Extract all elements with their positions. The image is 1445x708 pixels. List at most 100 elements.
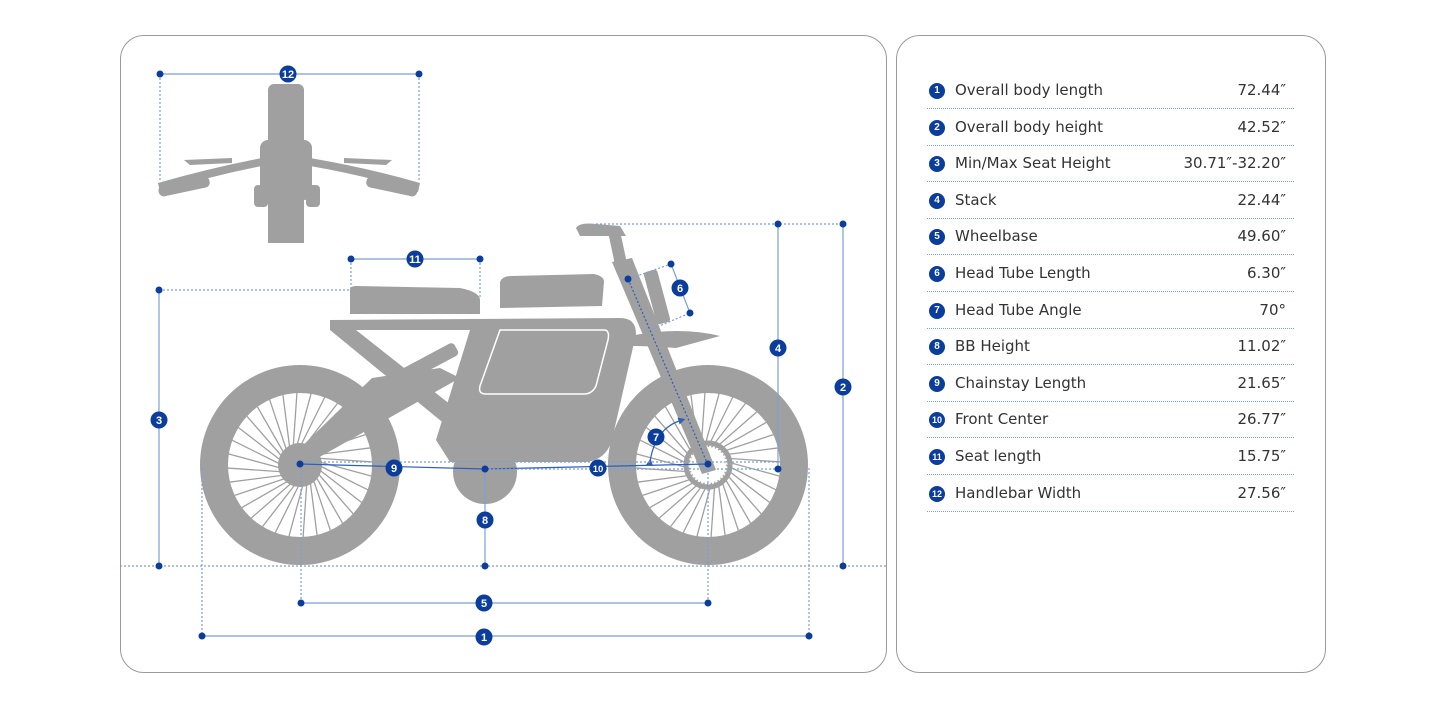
spec-number-badge: 8 — [929, 339, 945, 356]
spoke — [269, 399, 288, 453]
front-fork-body — [260, 140, 312, 200]
spoke — [717, 421, 767, 451]
spoke — [238, 427, 283, 463]
callout-7: 7 — [647, 428, 665, 446]
spoke — [714, 411, 758, 449]
spec-label: Overall body height — [955, 117, 1104, 136]
spoke — [722, 447, 779, 456]
callout-5: 5 — [475, 594, 493, 612]
battery-panel — [478, 329, 610, 395]
spoke — [658, 481, 702, 519]
spoke — [642, 477, 696, 496]
spec-row: 6 Head Tube Length 6.30″ — [927, 256, 1294, 292]
endpoint-dot — [415, 70, 423, 78]
callout-11: 11 — [406, 250, 424, 268]
spec-row: 5 Wheelbase 49.60″ — [927, 219, 1294, 256]
side-view-silhouette — [200, 223, 808, 565]
front-fork — [612, 258, 716, 474]
endpoint-dot — [805, 632, 813, 640]
spec-label: Seat length — [955, 447, 1042, 465]
spec-label: Head Tube Length — [955, 264, 1091, 282]
spoke — [725, 467, 770, 503]
spoke — [302, 481, 308, 537]
spec-value: 42.52″ — [1237, 117, 1286, 136]
callout-9: 9 — [385, 459, 403, 477]
spec-row: 1 Overall body length 72.44″ — [927, 73, 1294, 109]
endpoint-dot — [624, 275, 632, 283]
svg-text:2: 2 — [840, 382, 846, 394]
spec-number-badge: 4 — [929, 192, 945, 209]
spec-number-badge: 2 — [929, 119, 945, 136]
endpoint-dot — [774, 465, 782, 473]
endpoint-dot — [704, 460, 712, 468]
spoke — [282, 394, 291, 451]
spoke — [229, 474, 286, 483]
endpoint-dot — [686, 309, 694, 317]
fork-leg-right — [306, 185, 320, 207]
spec-row: 9 Chainstay Length 21.65″ — [927, 366, 1294, 402]
spec-label: Min/Max Seat Height — [955, 154, 1111, 173]
spec-number-badge: 5 — [929, 229, 945, 246]
spoke — [262, 482, 298, 527]
spoke — [707, 397, 734, 448]
dimension-lines — [120, 73, 886, 637]
front-tire-top — [268, 195, 304, 243]
grip-left — [158, 176, 210, 197]
spec-value: 49.60″ — [1237, 227, 1286, 246]
spoke — [317, 464, 368, 491]
spec-value: 6.30″ — [1246, 264, 1286, 282]
spoke — [309, 479, 318, 536]
spoke — [317, 460, 372, 477]
endpoint-dot — [667, 260, 675, 268]
rear-spokes — [228, 393, 372, 537]
spec-label: Head Tube Angle — [955, 300, 1082, 319]
spoke — [649, 479, 699, 509]
spoke — [725, 460, 780, 477]
endpoint-dot — [774, 220, 782, 228]
svg-text:5: 5 — [481, 598, 487, 610]
svg-text:12: 12 — [282, 69, 294, 81]
spoke — [274, 482, 301, 533]
endpoint-dot — [347, 255, 355, 263]
spec-number-badge: 3 — [929, 156, 945, 173]
dim-ext-6-top — [627, 263, 672, 280]
spec-label: Stack — [955, 190, 997, 209]
spec-row: 7 Head Tube Angle 70° — [927, 293, 1294, 329]
spoke — [316, 457, 372, 463]
spec-label: Front Center — [955, 410, 1049, 429]
spoke — [246, 415, 284, 459]
spoke — [317, 467, 362, 503]
callout-3: 3 — [150, 411, 168, 429]
spec-value: 22.44″ — [1237, 190, 1286, 209]
spec-label: Wheelbase — [955, 227, 1038, 246]
spec-row: 2 Overall body height 42.52″ — [927, 110, 1294, 146]
endpoint-dot — [156, 70, 164, 78]
spec-row: 8 BB Height 11.02″ — [927, 329, 1294, 366]
spec-row: 10 Front Center 26.77″ — [927, 402, 1294, 439]
dimension-endpoints — [155, 70, 847, 640]
endpoint-dot — [155, 286, 163, 294]
spec-value: 21.65″ — [1237, 373, 1286, 392]
spoke — [720, 477, 739, 531]
seat — [350, 286, 480, 314]
spoke — [724, 471, 762, 515]
svg-text:6: 6 — [677, 283, 683, 295]
spoke — [670, 482, 706, 527]
spec-number-badge: 10 — [929, 412, 945, 429]
stem — [607, 226, 629, 276]
spec-label: Overall body length — [955, 81, 1104, 99]
spec-value: 72.44″ — [1237, 81, 1286, 99]
front-headlight — [268, 84, 304, 146]
spoke — [299, 397, 326, 448]
front-spokes — [636, 393, 780, 537]
brake-lever-left — [184, 158, 232, 165]
spoke — [696, 482, 713, 537]
spec-number-badge: 12 — [929, 485, 945, 502]
tank-pad — [500, 274, 604, 308]
spec-value: 70° — [1259, 300, 1286, 319]
endpoint-dot — [481, 562, 489, 570]
spoke — [710, 481, 716, 537]
svg-text:3: 3 — [156, 415, 162, 427]
spec-number-badge: 7 — [929, 302, 945, 319]
